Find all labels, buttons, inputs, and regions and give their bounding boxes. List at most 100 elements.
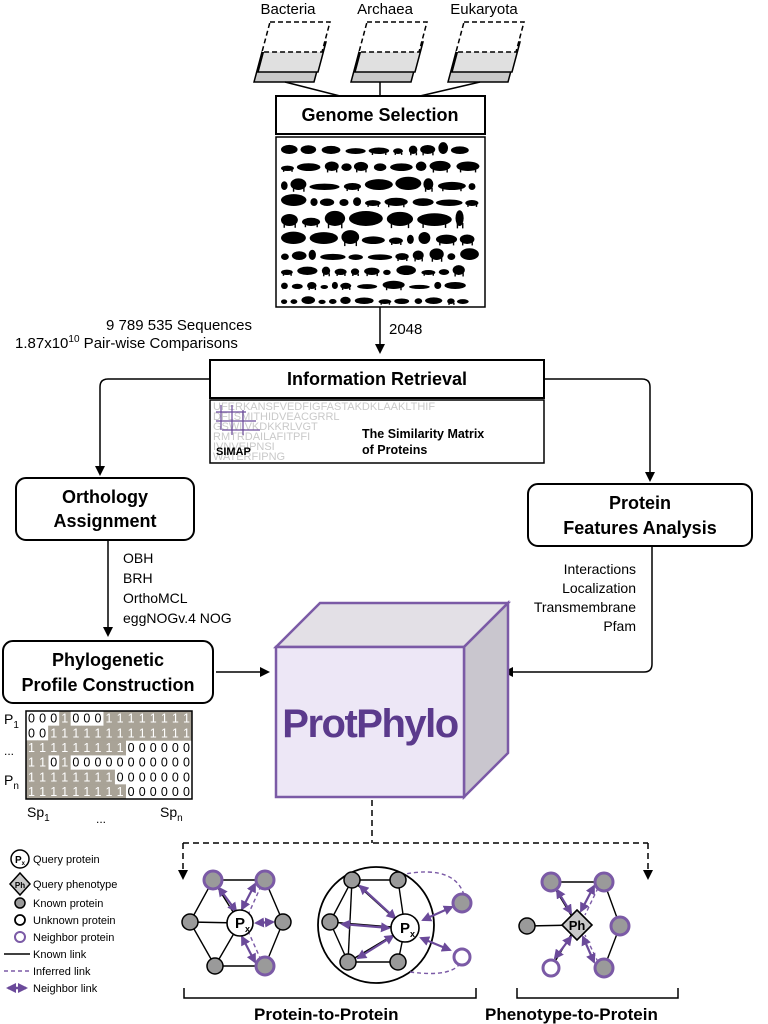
animal-leg	[365, 169, 367, 173]
matrix-cell-value: 0	[106, 756, 113, 770]
animal-silhouette	[423, 178, 434, 190]
animal-silhouette	[353, 197, 362, 206]
method-item: BRH	[123, 570, 153, 586]
neighbor-link	[217, 886, 238, 913]
stacked-pages-icon	[350, 21, 428, 83]
neighbor-link	[555, 888, 573, 915]
matrix-cell-value: 0	[28, 726, 35, 740]
animal-silhouette	[450, 146, 469, 154]
animal-leg	[304, 224, 307, 228]
matrix-cell-value: 0	[139, 756, 146, 770]
matrix-cell-shaded	[48, 769, 60, 785]
neighbor-link	[241, 935, 256, 964]
animal-silhouette	[393, 148, 403, 155]
matrix-cell-value: 0	[83, 756, 90, 770]
method-item: OrthoMCL	[123, 590, 188, 606]
animal-leg	[403, 204, 405, 208]
animal-leg	[291, 169, 293, 172]
matrix-cell-value: 1	[72, 770, 79, 784]
profile-row-label-first: P1	[4, 711, 19, 731]
animal-silhouette	[365, 200, 381, 207]
orthology-line2: Assignment	[53, 511, 156, 531]
matrix-cell-value: 0	[161, 770, 168, 784]
animal-leg	[422, 152, 424, 156]
animal-silhouette	[373, 163, 387, 171]
inferred-link	[409, 959, 463, 975]
matrix-cell-shaded	[136, 725, 149, 741]
matrix-cell-value: 0	[183, 756, 190, 770]
animal-leg	[323, 273, 325, 277]
animal-silhouette	[321, 266, 331, 275]
simap-sequence-row: WATERFIPNG	[213, 451, 285, 463]
matrix-cell-value: 0	[150, 785, 157, 799]
animal-leg	[442, 188, 444, 192]
animal-silhouette	[468, 183, 476, 191]
animal-leg	[327, 222, 330, 229]
known-protein-node	[181, 913, 199, 931]
matrix-cell-value: 1	[139, 726, 146, 740]
animal-leg	[446, 168, 448, 173]
animal-leg	[341, 287, 344, 290]
matrix-cell-value: 1	[128, 712, 135, 726]
profile-row-label-last: Pn	[4, 772, 19, 792]
legend-inferred-link-label: Inferred link	[33, 966, 91, 978]
animal-leg	[452, 242, 455, 246]
animal-silhouette	[429, 248, 444, 260]
matrix-cell-value: 1	[28, 741, 35, 755]
matrix-cell-value: 1	[61, 712, 68, 726]
bacteria-label: Bacteria	[260, 1, 316, 18]
matrix-cell-value: 1	[117, 726, 124, 740]
method-item: eggNOGv.4 NOG	[123, 610, 232, 626]
neighbor-protein-node	[254, 869, 276, 891]
matrix-cell-shaded	[180, 725, 193, 741]
phylogenetic-line2: Profile Construction	[21, 675, 194, 695]
animal-silhouette	[395, 253, 409, 260]
matrix-cell-shaded	[37, 769, 49, 785]
animal-leg	[432, 274, 434, 276]
animal-leg	[444, 223, 447, 228]
animal-silhouette	[320, 284, 329, 290]
animal-leg	[341, 222, 343, 229]
animal-silhouette	[460, 248, 479, 260]
matrix-cell-value: 0	[183, 785, 190, 799]
animal-silhouette	[412, 250, 424, 260]
matrix-cell-value: 1	[83, 770, 90, 784]
animal-silhouette	[452, 265, 465, 275]
animal-silhouette	[301, 217, 321, 226]
unknown-neighbor-node	[541, 958, 561, 978]
known-protein-node	[274, 913, 292, 931]
matrix-cell-value: 1	[150, 726, 157, 740]
animal-silhouette	[438, 142, 449, 154]
matrix-cell-value: 1	[117, 785, 124, 799]
matrix-cell-value: 1	[106, 726, 113, 740]
animal-leg	[431, 257, 434, 262]
animal-leg	[394, 152, 396, 155]
matrix-cell-value: 0	[83, 712, 90, 726]
matrix-cell-shaded	[103, 740, 115, 756]
simap-title-line2: of Proteins	[362, 443, 427, 457]
animal-leg	[424, 187, 427, 192]
animal-leg	[335, 169, 338, 173]
animal-leg	[349, 287, 351, 290]
legend-unknown-protein-label: Unknown protein	[33, 915, 116, 927]
query-protein-node	[226, 909, 254, 937]
animal-silhouette	[334, 268, 347, 275]
pairwise-base: 1.87x10	[15, 335, 68, 352]
neighbor-link	[419, 936, 452, 952]
animal-silhouette	[350, 268, 360, 275]
matrix-cell-shaded	[26, 740, 38, 756]
matrix-cell-shaded	[125, 725, 138, 741]
animal-silhouette	[384, 197, 408, 207]
animal-leg	[460, 188, 462, 192]
animal-silhouette	[281, 194, 307, 207]
matrix-cell-shaded	[37, 784, 49, 800]
matrix-cell-shaded	[147, 711, 160, 727]
eukaryota-label: Eukaryota	[450, 1, 518, 18]
animal-leg	[282, 273, 285, 276]
animal-leg	[366, 273, 368, 277]
matrix-cell-value: 0	[172, 785, 179, 799]
svg-text:Px: Px	[15, 855, 26, 867]
cluster-boundary	[317, 866, 435, 984]
animal-leg	[308, 287, 310, 291]
simap-grid-icon	[216, 405, 260, 435]
